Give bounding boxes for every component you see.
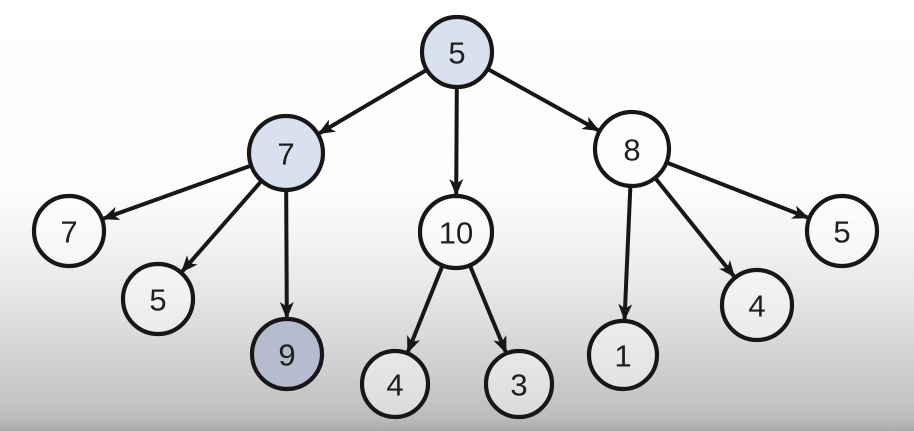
tree-node-n9: 9: [249, 316, 325, 392]
node-circle: [719, 267, 795, 343]
tree-node-n7L: 7: [31, 193, 107, 269]
edge-arrow-root-n7: [317, 67, 430, 135]
edge-arrow-root-n8: [484, 66, 600, 132]
tree-node-n5R: 5: [804, 193, 880, 269]
tree-node-n5L: 5: [120, 261, 196, 337]
edge-arrow-n7-n7L: [101, 162, 254, 221]
node-value-label: 5: [833, 215, 850, 250]
node-circle: [120, 261, 196, 337]
tree-node-n1: 1: [586, 318, 660, 392]
node-circle: [586, 318, 660, 392]
tree-node-n3: 3: [483, 348, 555, 420]
node-value-label: 4: [748, 289, 765, 324]
node-circle: [249, 316, 325, 392]
edges-layer: [101, 66, 810, 354]
node-value-label: 8: [623, 133, 640, 168]
edge-arrow-n10-n4a: [406, 262, 446, 354]
node-value-label: 7: [60, 215, 77, 250]
node-circle: [804, 193, 880, 269]
node-circle: [483, 348, 555, 420]
node-value-label: 9: [278, 338, 295, 373]
tree-node-n4b: 4: [719, 267, 795, 343]
node-value-label: 3: [510, 368, 527, 403]
node-circle: [592, 109, 672, 189]
node-value-label: 5: [448, 36, 465, 71]
tree-node-n8: 8: [592, 109, 672, 189]
node-value-label: 4: [386, 368, 403, 403]
tree-node-n4a: 4: [359, 348, 431, 420]
tree-node-n7: 7: [246, 113, 326, 193]
edge-arrow-n8-n5R: [663, 159, 810, 220]
node-circle: [417, 193, 495, 271]
edge-arrow-n8-n4b: [652, 175, 736, 278]
node-circle: [31, 193, 107, 269]
node-value-label: 5: [149, 283, 166, 318]
node-value-label: 7: [277, 137, 294, 172]
nodes-layer: 5 7 8 7 5 9 10 4 3 1 4 5: [31, 14, 880, 420]
node-circle: [359, 348, 431, 420]
edge-arrow-root-n10: [449, 84, 464, 197]
node-value-label: 1: [614, 339, 631, 374]
edge-arrow-n7-n5L: [180, 177, 265, 273]
tree-node-n10: 10: [417, 193, 495, 271]
edge-arrow-n8-n1: [618, 183, 633, 322]
node-circle: [246, 113, 326, 193]
node-value-label: 10: [439, 216, 473, 251]
node-circle: [419, 14, 495, 90]
edge-arrow-n10-n3: [467, 262, 508, 354]
tree-node-root: 5: [419, 14, 495, 90]
edge-arrow-n7-n9: [279, 187, 294, 320]
